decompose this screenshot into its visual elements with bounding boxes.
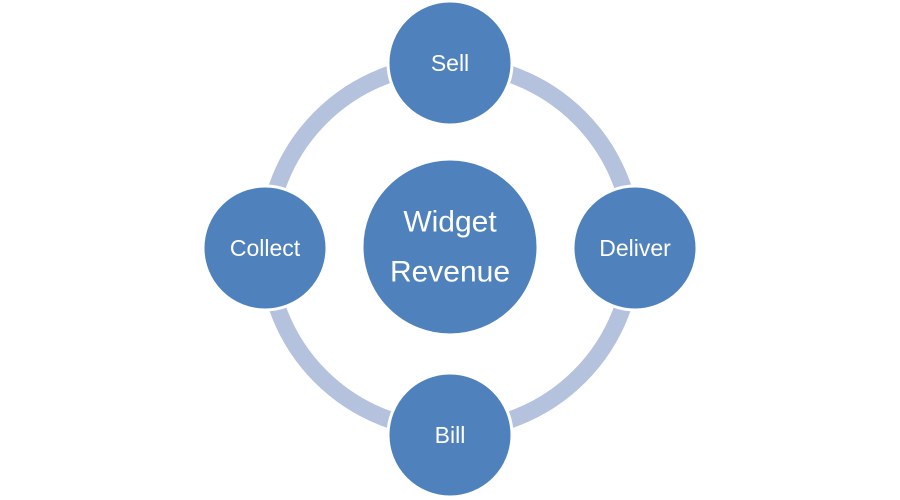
node-collect: Collect: [201, 184, 329, 312]
node-collect-label: Collect: [230, 235, 301, 261]
node-bill-label: Bill: [435, 422, 466, 448]
node-deliver: Deliver: [571, 184, 699, 312]
node-sell-circle: [386, 0, 514, 127]
node-sell-label: Sell: [431, 50, 469, 76]
center-node-label-line2: Revenue: [390, 256, 510, 289]
node-bill: Bill: [386, 371, 514, 499]
center-node-circle: [360, 157, 540, 337]
node-sell: Sell: [386, 0, 514, 127]
node-deliver-label: Deliver: [599, 235, 671, 261]
node-bill-circle: [386, 371, 514, 499]
node-deliver-circle: [571, 184, 699, 312]
center-node: Widget Revenue: [360, 157, 540, 337]
node-collect-circle: [201, 184, 329, 312]
center-node-label-line1: Widget: [403, 206, 497, 239]
